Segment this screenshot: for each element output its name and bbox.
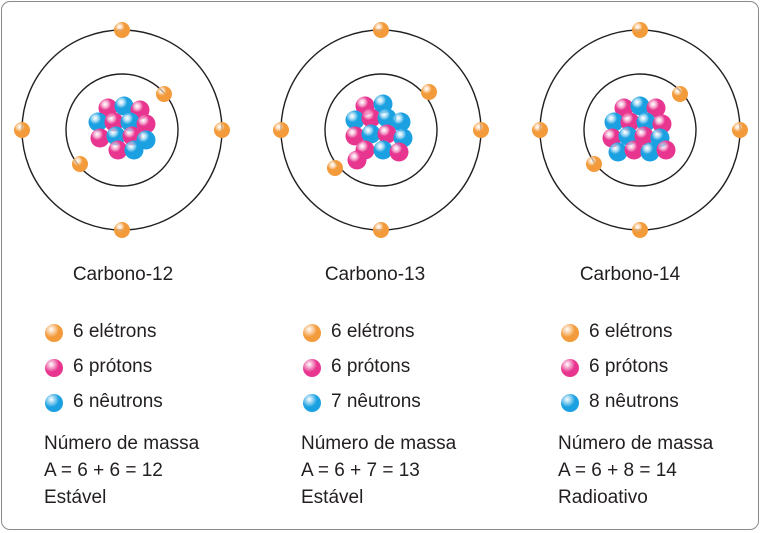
electron bbox=[421, 84, 437, 100]
proton-icon bbox=[303, 359, 321, 377]
stability-label: Radioativo bbox=[558, 487, 648, 508]
proton bbox=[90, 128, 110, 148]
proton bbox=[620, 112, 640, 132]
electron bbox=[14, 122, 30, 138]
mass-info: Número de massa A = 6 + 8 = 14 Radioativ… bbox=[558, 430, 713, 511]
electron bbox=[156, 86, 172, 102]
proton bbox=[624, 140, 644, 160]
neutron bbox=[373, 140, 393, 160]
neutrons-count: 7 nêutrons bbox=[331, 391, 421, 412]
neutron bbox=[630, 96, 650, 116]
neutron-icon bbox=[45, 394, 63, 412]
neutron bbox=[124, 140, 144, 160]
neutron bbox=[640, 142, 660, 162]
neutron bbox=[120, 112, 140, 132]
neutron bbox=[88, 112, 108, 132]
proton bbox=[646, 98, 666, 118]
electron-icon bbox=[561, 324, 579, 342]
inner-orbit bbox=[65, 73, 179, 187]
electron bbox=[114, 222, 130, 238]
mass-heading: Número de massa bbox=[558, 433, 714, 454]
electron bbox=[327, 160, 343, 176]
proton bbox=[361, 108, 381, 128]
mass-equation: A = 6 + 6 = 12 bbox=[44, 460, 163, 481]
electron bbox=[672, 86, 688, 102]
neutron bbox=[636, 112, 656, 132]
neutrons-count: 8 nêutrons bbox=[589, 391, 679, 412]
inner-orbit bbox=[583, 73, 697, 187]
electron bbox=[373, 22, 389, 38]
neutron bbox=[361, 124, 381, 144]
proton bbox=[104, 112, 124, 132]
proton bbox=[389, 142, 409, 162]
electron bbox=[632, 22, 648, 38]
atom-diagram-carbon-14 bbox=[532, 22, 748, 238]
electron bbox=[532, 122, 548, 138]
electron bbox=[114, 22, 130, 38]
neutron bbox=[391, 112, 411, 132]
mass-heading: Número de massa bbox=[44, 433, 200, 454]
neutron-icon bbox=[561, 394, 579, 412]
inner-orbit bbox=[324, 73, 438, 187]
proton bbox=[345, 126, 365, 146]
stability-label: Estável bbox=[301, 487, 364, 508]
neutrons-count: 6 nêutrons bbox=[73, 391, 163, 412]
isotope-title: Carbono-12 bbox=[72, 264, 174, 285]
proton-icon bbox=[561, 359, 579, 377]
proton bbox=[377, 124, 397, 144]
electron bbox=[72, 156, 88, 172]
neutron bbox=[345, 110, 365, 130]
electrons-count: 6 elétrons bbox=[589, 321, 673, 342]
atom-diagram-carbon-12 bbox=[14, 22, 230, 238]
proton bbox=[108, 140, 128, 160]
isotope-carbon-14: Carbono-14 6 elétrons 6 prótons 8 nêutro… bbox=[516, 0, 762, 533]
protons-count: 6 prótons bbox=[589, 356, 669, 377]
isotope-carbon-12: Carbono-12 6 elétrons 6 prótons 6 nêutro… bbox=[0, 0, 250, 533]
electron bbox=[473, 122, 489, 138]
mass-info: Número de massa A = 6 + 7 = 13 Estável bbox=[301, 430, 456, 511]
mass-info: Número de massa A = 6 + 6 = 12 Estável bbox=[44, 430, 199, 511]
neutron bbox=[608, 142, 628, 162]
isotope-title: Carbono-14 bbox=[579, 264, 681, 285]
electron-icon bbox=[45, 324, 63, 342]
electrons-count: 6 elétrons bbox=[331, 321, 415, 342]
neutron-icon bbox=[303, 394, 321, 412]
proton bbox=[634, 126, 654, 146]
isotope-carbon-13: Carbono-13 6 elétrons 6 prótons 7 nêutro… bbox=[258, 0, 508, 533]
neutron bbox=[106, 126, 126, 146]
proton-icon bbox=[45, 359, 63, 377]
electron bbox=[373, 222, 389, 238]
stability-label: Estável bbox=[44, 487, 107, 508]
mass-equation: A = 6 + 8 = 14 bbox=[558, 460, 677, 481]
isotope-title: Carbono-13 bbox=[324, 264, 426, 285]
electron bbox=[732, 122, 748, 138]
electron bbox=[273, 122, 289, 138]
proton bbox=[652, 114, 672, 134]
protons-count: 6 prótons bbox=[331, 356, 411, 377]
proton bbox=[347, 150, 367, 170]
neutron bbox=[114, 96, 134, 116]
atom-diagram-carbon-13 bbox=[273, 22, 489, 238]
proton bbox=[656, 140, 676, 160]
protons-count: 6 prótons bbox=[73, 356, 153, 377]
electron bbox=[214, 122, 230, 138]
electron bbox=[632, 222, 648, 238]
electrons-count: 6 elétrons bbox=[73, 321, 157, 342]
electron bbox=[586, 156, 602, 172]
mass-heading: Número de massa bbox=[301, 433, 457, 454]
proton bbox=[136, 114, 156, 134]
mass-equation: A = 6 + 7 = 13 bbox=[301, 460, 420, 481]
neutron bbox=[604, 112, 624, 132]
electron-icon bbox=[303, 324, 321, 342]
